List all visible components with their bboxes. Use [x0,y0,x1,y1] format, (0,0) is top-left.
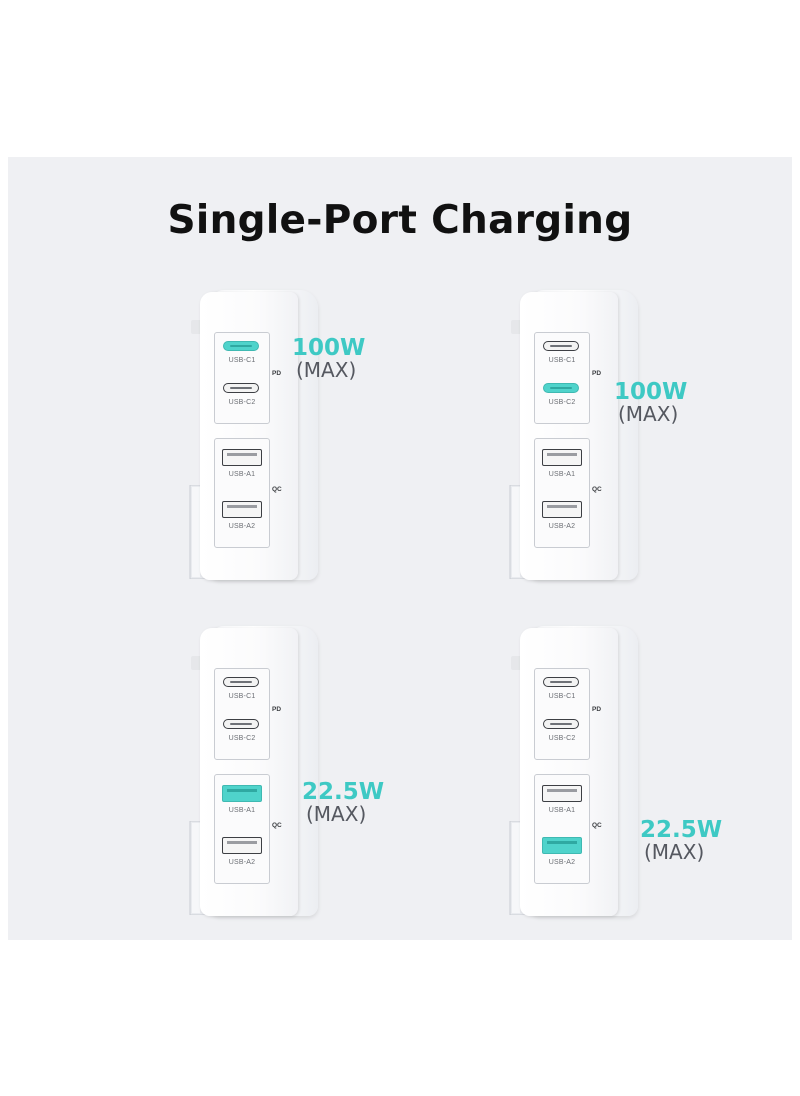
usb-a2-port [222,501,262,518]
plug-prong [191,320,200,334]
pd-tag: PD [272,370,282,377]
usb-c2-label: USB-C2 [228,735,256,742]
usb-c2-port [543,719,579,729]
qc-tag: QC [272,486,282,493]
usb-a-port-group: USB-A1 USB-A2 [214,774,270,884]
usb-a1-label: USB-A1 [548,471,576,478]
power-value: 100W [614,379,688,405]
charger-face: USB-C1 USB-C2 PD USB-A1 USB-A2 QC [200,292,298,580]
charger-face: USB-C1 USB-C2 PD USB-A1 USB-A2 QC [520,292,618,580]
plug-prong [511,320,520,334]
usb-a1-port [222,449,262,466]
charger-unit-usb-a2: USB-C1 USB-C2 PD USB-A1 USB-A2 QC [509,626,650,921]
usb-a1-port [542,785,582,802]
charger-unit-usb-a1: USB-C1 USB-C2 PD USB-A1 USB-A2 QC [189,626,330,921]
charger-face: USB-C1 USB-C2 PD USB-A1 USB-A2 QC [520,628,618,916]
pd-tag: PD [592,706,602,713]
max-label: (MAX) [618,402,679,427]
usb-c-port-group: USB-C1 USB-C2 [214,332,270,424]
usb-c1-label: USB-C1 [228,357,256,364]
power-value: 22.5W [302,779,385,805]
usb-c1-label: USB-C1 [228,693,256,700]
usb-a1-label: USB-A1 [228,807,256,814]
usb-c-port-group: USB-C1 USB-C2 [214,668,270,760]
usb-a1-port [542,449,582,466]
max-label: (MAX) [296,358,357,383]
usb-c-port-group: USB-C1 USB-C2 [534,332,590,424]
usb-c2-port [223,719,259,729]
usb-a2-label: USB-A2 [548,859,576,866]
pd-tag: PD [592,370,602,377]
background-panel [8,157,792,940]
power-value: 100W [292,335,366,361]
usb-a1-label: USB-A1 [228,471,256,478]
page-title: Single-Port Charging [167,198,633,243]
plug-prong [511,656,520,670]
power-label-usb-a1: 22.5W (MAX) [302,780,384,825]
usb-a2-port [542,837,582,854]
qc-tag: QC [272,822,282,829]
usb-c2-label: USB-C2 [548,735,576,742]
usb-c1-port [223,677,259,687]
usb-c2-port [223,383,259,393]
power-value: 22.5W [640,817,723,843]
usb-a2-port [222,837,262,854]
usb-c2-port [543,383,579,393]
usb-c2-label: USB-C2 [228,399,256,406]
charger-unit-usb-c1: USB-C1 USB-C2 PD USB-A1 USB-A2 QC [189,290,330,585]
usb-a1-label: USB-A1 [548,807,576,814]
qc-tag: QC [592,486,602,493]
usb-c1-port [543,677,579,687]
usb-c1-label: USB-C1 [548,357,576,364]
pd-tag: PD [272,706,282,713]
usb-c1-port [223,341,259,351]
usb-a-port-group: USB-A1 USB-A2 [214,438,270,548]
usb-c2-label: USB-C2 [548,399,576,406]
power-label-usb-c2: 100W (MAX) [614,380,687,425]
usb-a2-port [542,501,582,518]
usb-a-port-group: USB-A1 USB-A2 [534,438,590,548]
max-label: (MAX) [306,802,367,827]
usb-a1-port [222,785,262,802]
usb-a2-label: USB-A2 [548,523,576,530]
power-label-usb-a2: 22.5W (MAX) [640,818,722,863]
plug-prong [191,656,200,670]
charger-face: USB-C1 USB-C2 PD USB-A1 USB-A2 QC [200,628,298,916]
usb-a-port-group: USB-A1 USB-A2 [534,774,590,884]
usb-a2-label: USB-A2 [228,523,256,530]
qc-tag: QC [592,822,602,829]
usb-c1-label: USB-C1 [548,693,576,700]
charger-unit-usb-c2: USB-C1 USB-C2 PD USB-A1 USB-A2 QC [509,290,650,585]
power-label-usb-c1: 100W (MAX) [292,336,365,381]
usb-a2-label: USB-A2 [228,859,256,866]
max-label: (MAX) [644,840,705,865]
usb-c-port-group: USB-C1 USB-C2 [534,668,590,760]
usb-c1-port [543,341,579,351]
